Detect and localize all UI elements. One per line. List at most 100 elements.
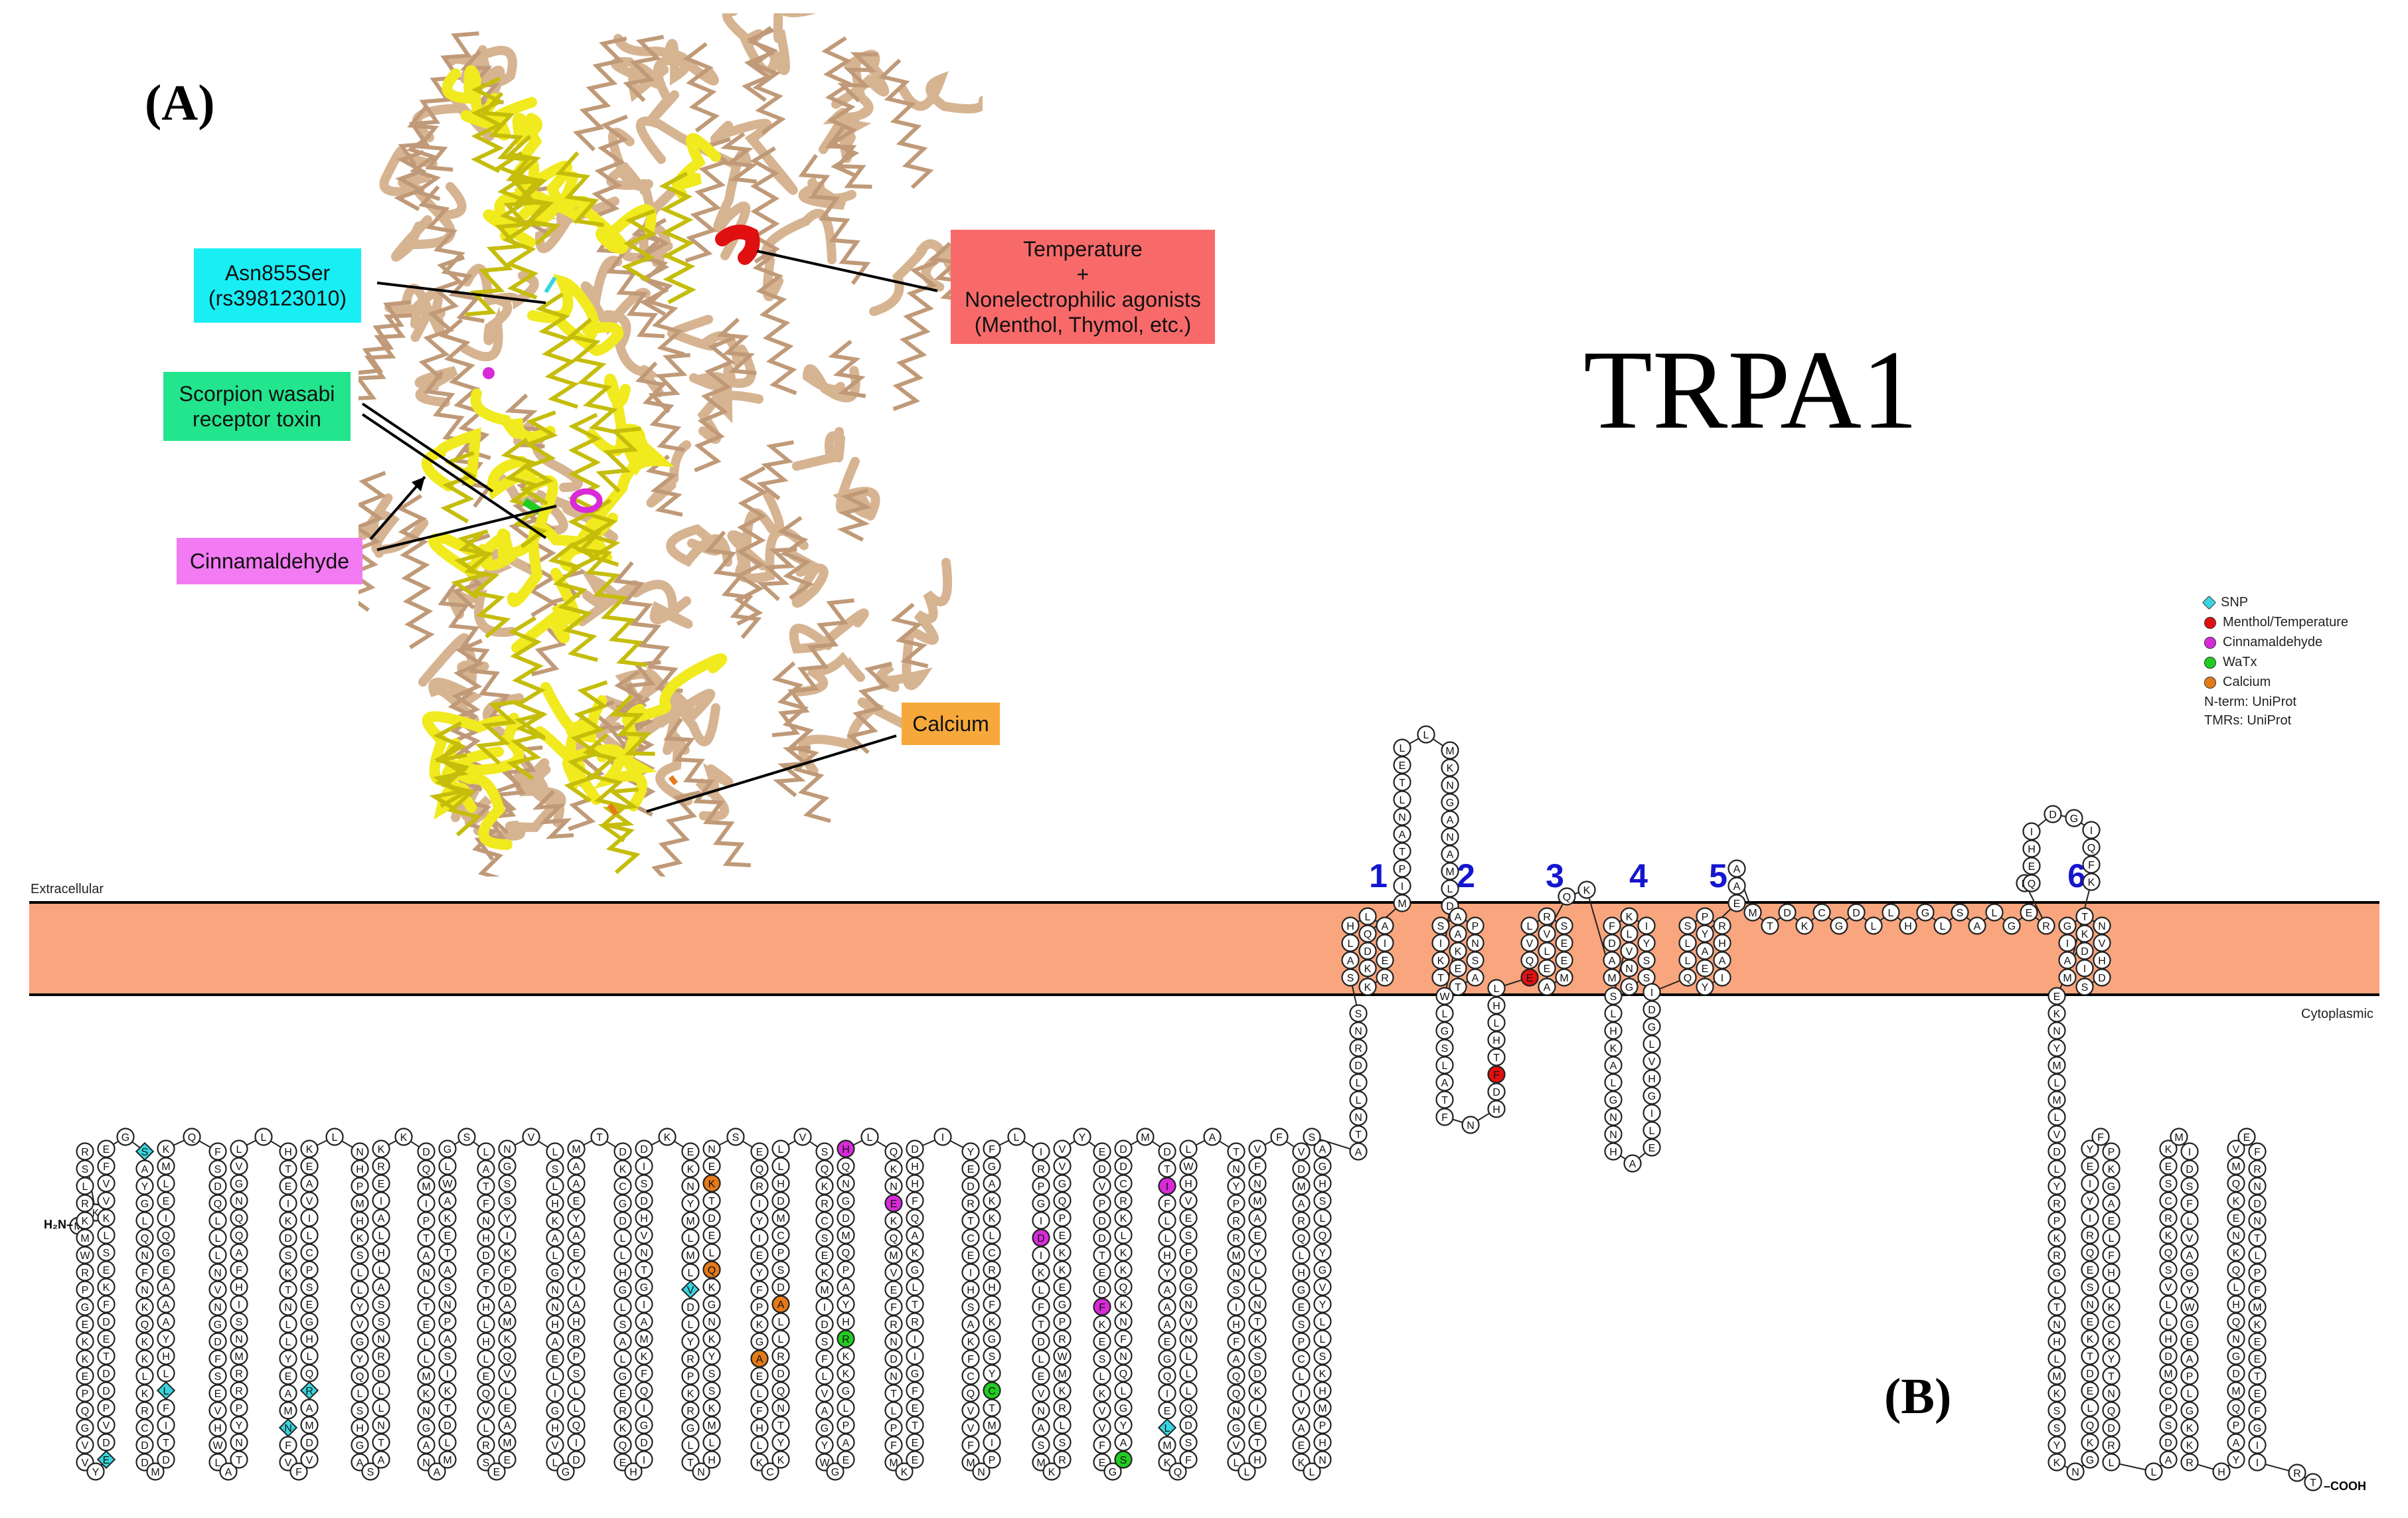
svg-text:Q: Q xyxy=(305,1369,313,1380)
residue: I xyxy=(750,1194,769,1213)
svg-text:E: E xyxy=(2254,1354,2261,1365)
svg-text:E: E xyxy=(1455,964,1462,975)
svg-text:M: M xyxy=(776,1213,785,1224)
svg-text:A: A xyxy=(423,1250,430,1262)
svg-text:E: E xyxy=(756,1250,763,1262)
residue: K xyxy=(702,1398,721,1417)
svg-text:E: E xyxy=(444,1230,451,1242)
svg-text:K: K xyxy=(1120,1248,1127,1259)
residue: L xyxy=(2047,1349,2066,1368)
svg-text:L: L xyxy=(1423,730,1429,741)
svg-text:F: F xyxy=(2254,1406,2261,1417)
residue: E xyxy=(97,1139,116,1158)
residue: K xyxy=(1449,942,1467,960)
svg-text:D: D xyxy=(102,1369,110,1380)
residue: H xyxy=(1899,916,1917,935)
svg-text:D: D xyxy=(102,1386,110,1397)
svg-text:S: S xyxy=(1038,1440,1045,1452)
svg-text:R: R xyxy=(1232,1216,1240,1227)
residue: C xyxy=(1812,903,1831,922)
residue: S xyxy=(1431,916,1450,935)
residue: L xyxy=(279,1332,297,1351)
legend-note-nterm: N-term: UniProt xyxy=(2204,695,2296,709)
svg-text:L: L xyxy=(1611,1078,1617,1089)
residue: E xyxy=(1053,1226,1072,1244)
svg-text:K: K xyxy=(82,1354,89,1365)
residue: N xyxy=(2248,1211,2267,1230)
residue: A xyxy=(1341,951,1360,970)
residue: Y xyxy=(750,1211,769,1230)
svg-text:F: F xyxy=(1185,1248,1192,1259)
residue: K xyxy=(2047,1004,2066,1023)
svg-text:Q: Q xyxy=(1319,1230,1326,1242)
svg-text:N: N xyxy=(235,1438,243,1449)
svg-text:R: R xyxy=(619,1406,627,1417)
residue: K xyxy=(895,1462,914,1481)
residue: W xyxy=(76,1246,94,1264)
svg-text:N: N xyxy=(1232,1406,1240,1417)
svg-text:A: A xyxy=(163,1317,170,1328)
residue: D xyxy=(97,1312,116,1331)
svg-text:L: L xyxy=(445,1438,451,1449)
residue: D xyxy=(208,1332,227,1351)
svg-text:G: G xyxy=(640,1282,648,1294)
svg-text:Q: Q xyxy=(572,1420,580,1432)
residue: L xyxy=(300,1226,319,1244)
svg-text:E: E xyxy=(1298,1440,1305,1452)
residue: H xyxy=(635,1209,653,1227)
svg-text:M: M xyxy=(503,1438,511,1449)
svg-text:I: I xyxy=(2030,827,2033,838)
residue: L xyxy=(1435,1004,1454,1023)
svg-text:L: L xyxy=(1099,1371,1105,1383)
residue: L xyxy=(860,1128,879,1146)
svg-text:R: R xyxy=(2053,1250,2061,1262)
residue: V xyxy=(1227,1436,1245,1454)
svg-text:Q: Q xyxy=(214,1199,222,1210)
watx-site-marker xyxy=(522,497,542,515)
svg-text:L: L xyxy=(424,1285,430,1296)
svg-text:M: M xyxy=(422,1181,430,1193)
svg-text:L: L xyxy=(552,1458,558,1469)
residue: H xyxy=(351,1418,369,1437)
svg-text:H: H xyxy=(2164,1334,2172,1345)
residue: P xyxy=(438,1312,457,1331)
residue: L xyxy=(135,1367,154,1385)
svg-text:A: A xyxy=(1610,1060,1617,1072)
svg-text:G: G xyxy=(1184,1282,1192,1294)
residue: A xyxy=(1713,951,1731,970)
residue: G xyxy=(906,1260,924,1279)
svg-text:D: D xyxy=(377,1369,385,1380)
residue: A xyxy=(546,1228,564,1247)
svg-text:S: S xyxy=(989,1351,996,1363)
svg-text:K: K xyxy=(141,1337,149,1348)
residue: Q xyxy=(613,1436,632,1454)
svg-text:K: K xyxy=(1583,885,1591,896)
residue: A xyxy=(417,1436,436,1454)
residue: L xyxy=(567,1398,586,1417)
residue: M xyxy=(438,1450,457,1469)
svg-text:S: S xyxy=(2053,1406,2061,1417)
svg-text:P: P xyxy=(1472,921,1479,932)
svg-text:L: L xyxy=(867,1132,873,1143)
svg-text:V: V xyxy=(2186,1233,2194,1244)
svg-text:F: F xyxy=(2108,1250,2115,1262)
residue: L xyxy=(2047,1073,2066,1092)
menthol-site-marker xyxy=(715,224,760,265)
svg-text:K: K xyxy=(1059,1386,1066,1397)
residue: I xyxy=(279,1194,297,1213)
svg-text:I: I xyxy=(165,1420,167,1432)
residue: G xyxy=(635,1278,653,1296)
residue: F xyxy=(2248,1142,2267,1161)
svg-text:T: T xyxy=(2087,1351,2093,1363)
residue: I xyxy=(1158,1384,1176,1402)
svg-text:V: V xyxy=(1544,929,1551,940)
svg-text:P: P xyxy=(890,1423,898,1434)
svg-text:A: A xyxy=(378,1213,385,1224)
residue: N xyxy=(438,1295,457,1313)
residue: R xyxy=(299,1381,319,1400)
residue: A xyxy=(372,1450,390,1469)
svg-text:I: I xyxy=(1300,1389,1303,1400)
residue: N xyxy=(1349,1108,1368,1126)
residue: S xyxy=(815,1142,834,1161)
svg-text:K: K xyxy=(1254,1334,1261,1345)
